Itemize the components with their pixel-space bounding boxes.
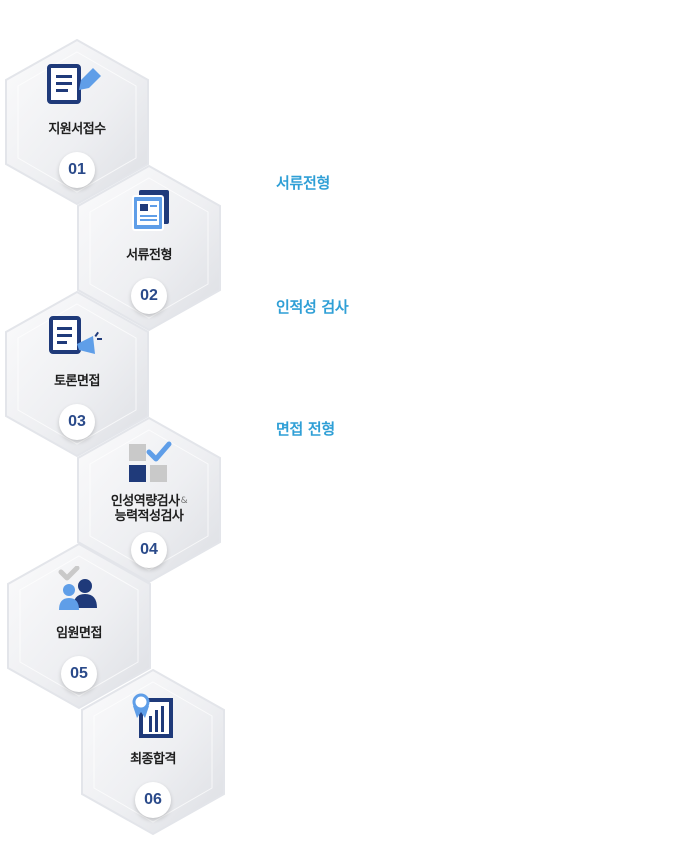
step-label: 서류전형 <box>126 248 172 263</box>
document-review-icon <box>132 190 169 231</box>
step-label: 인성역량검사& 능력적성검사 <box>76 494 222 524</box>
step-number-badge: 01 <box>59 152 95 188</box>
step-06-final-pass: 최종합격 06 <box>80 668 226 836</box>
hexagon-tile <box>77 164 221 332</box>
executive-interview-people-icon <box>58 566 97 610</box>
step-02-document-screening: 서류전형 02 <box>76 164 222 332</box>
step-label-line1: 인성역량검사 <box>110 494 180 509</box>
final-pass-award-chart-icon <box>132 693 173 738</box>
application-form-pencil-icon <box>47 64 101 104</box>
step-number-badge: 03 <box>59 404 95 440</box>
hexagon-tile <box>81 668 225 836</box>
hexagon-tile <box>7 542 151 710</box>
step-01-application: 지원서접수 01 <box>4 38 150 206</box>
hexagon-tile <box>5 290 149 458</box>
test-checkbox-icon <box>129 441 172 482</box>
step-number-badge: 02 <box>131 278 167 314</box>
step-label: 임원면접 <box>56 626 102 641</box>
step-label: 토론면접 <box>54 374 100 389</box>
hexagon-tile <box>5 38 149 206</box>
step-number-badge: 06 <box>135 782 171 818</box>
step-04-aptitude-test: 인성역량검사& 능력적성검사 04 <box>76 416 222 584</box>
step-label: 최종합격 <box>130 752 176 767</box>
step-label-line2: 능력적성검사 <box>114 509 184 524</box>
phase-title-document: 서류전형 <box>276 174 331 192</box>
ampersand: & <box>180 496 188 506</box>
step-number-badge: 05 <box>61 656 97 692</box>
step-label: 지원서접수 <box>48 122 106 137</box>
step-number-badge: 04 <box>131 532 167 568</box>
step-03-discussion-interview: 토론면접 03 <box>4 290 150 458</box>
discussion-megaphone-icon <box>49 316 102 354</box>
hexagon-tile <box>77 416 221 584</box>
phase-title-interview: 면접 전형 <box>276 420 335 438</box>
step-05-executive-interview: 임원면접 05 <box>6 542 152 710</box>
phase-title-aptitude: 인적성 검사 <box>276 298 349 316</box>
